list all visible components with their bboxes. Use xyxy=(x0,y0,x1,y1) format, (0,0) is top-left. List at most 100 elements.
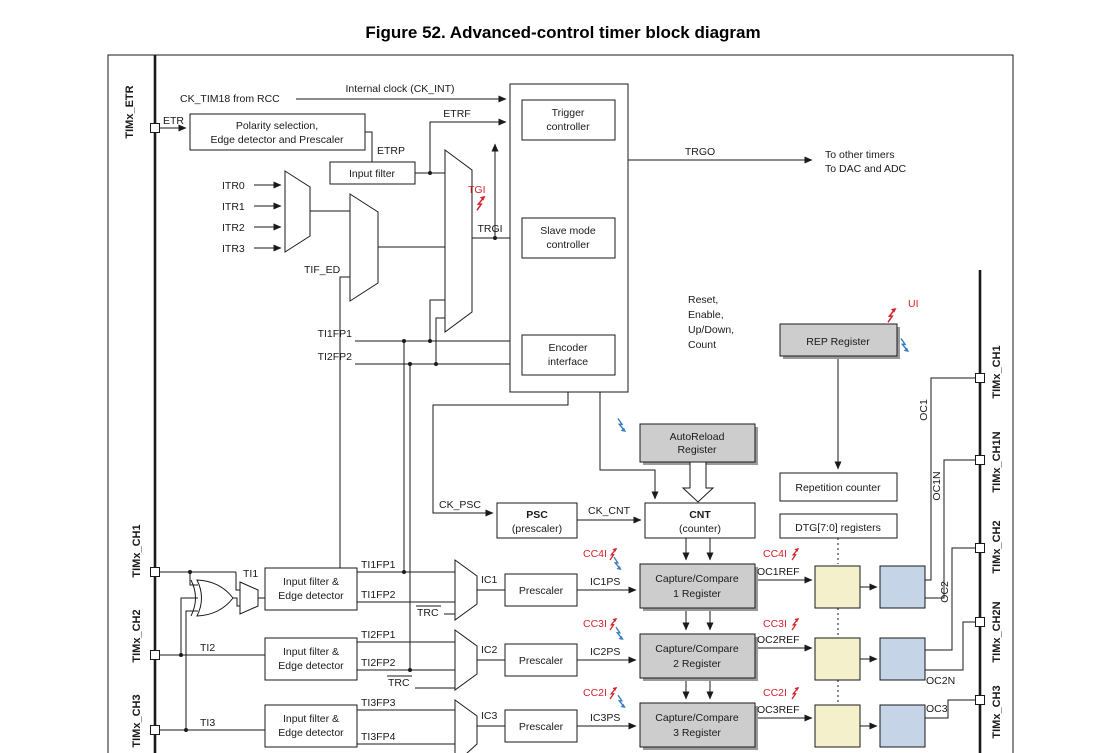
ti1fp1-label: TI1FP1 xyxy=(318,328,353,340)
pin-timx-ch1 xyxy=(150,567,160,577)
timx-ch3-out-pin-label: TIMx_CH3 xyxy=(991,685,1003,738)
encoder-interface-box xyxy=(521,334,616,376)
encoder-interface-label-1: Encoder xyxy=(548,342,588,354)
timx-ch2-pin-label: TIMx_CH2 xyxy=(131,609,143,662)
ch2-prescaler-label: Prescaler xyxy=(519,655,564,667)
oc1n-label: OC1N xyxy=(931,471,943,500)
trigger-controller-box xyxy=(521,99,616,141)
cc2-interrupt-label-left: CC3I xyxy=(583,618,607,630)
ti2fp2-label: TI2FP2 xyxy=(318,351,353,363)
pin-timx-ch2 xyxy=(150,650,160,660)
timx-etr-pin-label: TIMx_ETR xyxy=(124,85,136,138)
ch3-deadtime-box xyxy=(814,704,861,748)
oc1ref-label: OC1REF xyxy=(757,566,800,578)
autoreload-to-counter-arrow xyxy=(681,461,715,503)
rep-register-box xyxy=(779,323,898,357)
ic1ps-label: IC1PS xyxy=(590,576,620,588)
polarity-box-label-2: Edge detector and Prescaler xyxy=(210,134,344,146)
ch1-deadtime-box xyxy=(814,565,861,609)
ic3ps-label: IC3PS xyxy=(590,712,620,724)
channel3-labels: TI3 Input filter & Edge detector TI3FP3 … xyxy=(200,687,948,743)
ch3-prescaler-label: Prescaler xyxy=(519,721,564,733)
trgo-label: TRGO xyxy=(685,146,715,158)
ch1-prescaler-box xyxy=(504,573,578,607)
trigger-controller-label-2: controller xyxy=(546,121,590,133)
mid-labels: Reset, Enable, Up/Down, Count REP Regist… xyxy=(439,294,919,535)
ch2-deadtime-box xyxy=(814,637,861,681)
timx-ch3-pin-label: TIMx_CH3 xyxy=(131,694,143,747)
autoreload-register-box xyxy=(639,423,756,463)
cc2-register-label-2: 2 Register xyxy=(673,658,721,670)
polarity-selection-box xyxy=(189,113,366,151)
channel2-labels: TI2 Input filter & Edge detector TI2FP1 … xyxy=(200,581,955,689)
pin-labels: TIMx_ETR TIMx_CH1 TIMx_CH2 TIMx_CH3 TIMx… xyxy=(124,85,1003,747)
xor-gate xyxy=(196,579,234,617)
ch2-filter-label-1: Input filter & xyxy=(283,646,339,658)
ck-cnt-label: CK_CNT xyxy=(588,505,631,517)
slave-signals-label-2: Enable, xyxy=(688,309,724,321)
etr-label: ETR xyxy=(163,115,184,127)
timx-ch1n-out-pin-label: TIMx_CH1N xyxy=(991,431,1003,492)
pin-timx-ch1n-out xyxy=(975,455,985,465)
slave-mode-controller-box xyxy=(521,217,616,259)
etrp-label: ETRP xyxy=(377,145,405,157)
clock-trigger-wires xyxy=(159,95,813,670)
autoreload-label-2: Register xyxy=(677,444,717,456)
ch2-input-filter-box xyxy=(264,637,358,681)
counter-wires xyxy=(432,356,842,703)
block-boxes xyxy=(189,83,926,750)
ti1-label: TI1 xyxy=(243,568,258,580)
slave-signals-label-4: Count xyxy=(688,339,716,351)
slave-mode-label-1: Slave mode xyxy=(540,225,596,237)
dtg-registers-box xyxy=(779,513,898,539)
trgi-mux xyxy=(444,149,473,333)
cc1-interrupt-label-right: CC4I xyxy=(763,548,787,560)
trgi-label: TRGI xyxy=(477,223,502,235)
timx-ch2-out-pin-label: TIMx_CH2 xyxy=(991,520,1003,573)
ui-label: UI xyxy=(908,298,919,310)
cnt-label: CNT xyxy=(689,509,711,521)
ti2-label: TI2 xyxy=(200,642,215,654)
cc2-interrupt-label-right: CC3I xyxy=(763,618,787,630)
polarity-box-label-1: Polarity selection, xyxy=(236,120,318,132)
trgo-dest-label-2: To DAC and ADC xyxy=(825,163,907,175)
ic1-label: IC1 xyxy=(481,574,498,586)
pin-timx-etr xyxy=(150,123,160,133)
ic3-mux xyxy=(454,699,478,753)
junction-dots xyxy=(179,171,497,732)
ck-psc-label: CK_PSC xyxy=(439,499,481,511)
slave-signals-label-1: Reset, xyxy=(688,294,718,306)
pin-timx-ch2-out xyxy=(975,543,985,553)
oc2ref-label: OC2REF xyxy=(757,634,800,646)
autoreload-label-1: AutoReload xyxy=(670,431,725,443)
ti3-label: TI3 xyxy=(200,717,215,729)
ti1fp2-out-label: TI1FP2 xyxy=(361,589,396,601)
ch1-prescaler-label: Prescaler xyxy=(519,585,564,597)
cc1-register-label-1: Capture/Compare xyxy=(655,573,739,585)
trigger-input-mux xyxy=(349,193,379,302)
capture-compare1-register-box xyxy=(639,563,756,609)
trigger-controller-label-1: Trigger xyxy=(552,107,585,119)
ti2fp1-out-label: TI2FP1 xyxy=(361,629,396,641)
ic2-mux xyxy=(454,629,478,691)
trgo-dest-label-1: To other timers xyxy=(825,149,894,161)
cc1-interrupt-label-left: CC4I xyxy=(583,548,607,560)
cnt-counter-box xyxy=(644,502,756,539)
pin-timx-ch3-out xyxy=(975,695,985,705)
etrf-label: ETRF xyxy=(443,108,470,120)
cc3-interrupt-label-right: CC2I xyxy=(763,687,787,699)
input-filter-box xyxy=(329,161,416,185)
ch2-output-control-box xyxy=(879,637,926,681)
cnt-sublabel: (counter) xyxy=(679,523,721,535)
top-labels: CK_TIM18 from RCC Internal clock (CK_INT… xyxy=(163,83,907,368)
ch2-prescaler-box xyxy=(504,643,578,677)
dtg-registers-label: DTG[7:0] registers xyxy=(795,522,881,534)
figure-title: Figure 52. Advanced-control timer block … xyxy=(365,23,760,42)
cc2-register-label-1: Capture/Compare xyxy=(655,643,739,655)
ti1fp1-out-label: TI1FP1 xyxy=(361,559,396,571)
oc3-label: OC3 xyxy=(926,703,948,715)
itr0-label: ITR0 xyxy=(222,180,245,192)
oc2n-label: OC2N xyxy=(926,675,955,687)
ch2-filter-label-2: Edge detector xyxy=(278,660,344,672)
